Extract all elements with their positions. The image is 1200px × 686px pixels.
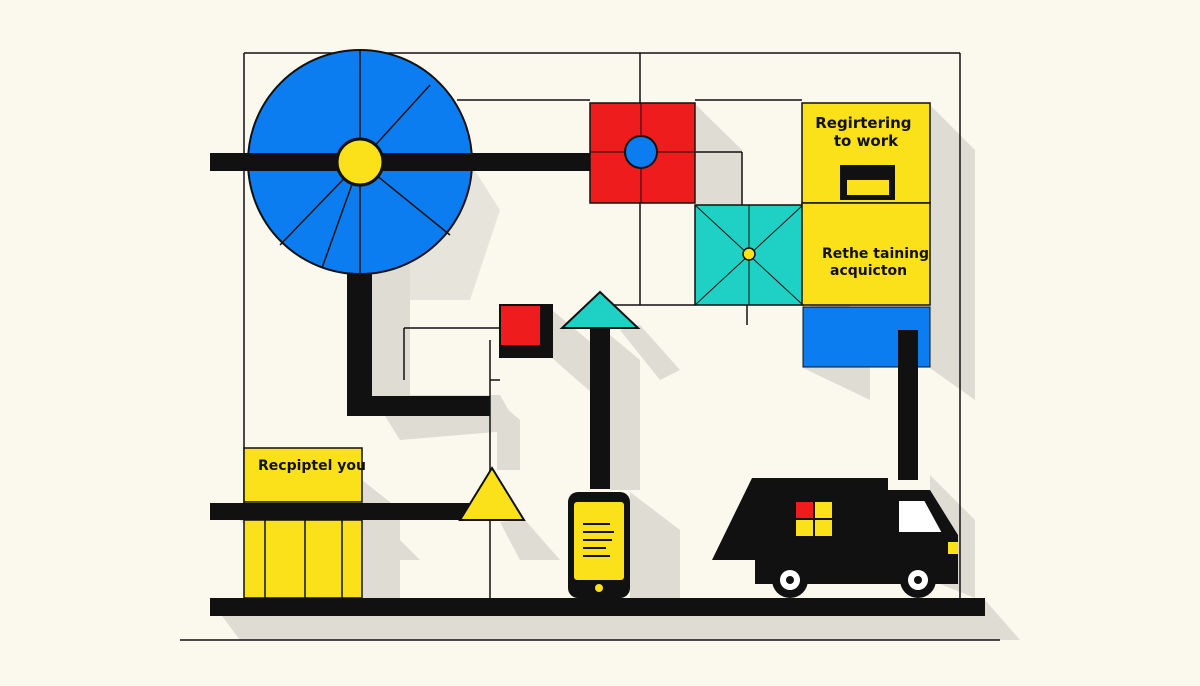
receipt-box: Recpiptel you xyxy=(243,447,366,599)
truck-logo xyxy=(796,502,832,536)
registering-label-line-2: to work xyxy=(834,132,899,150)
training-label-line-2: acquicton xyxy=(830,263,907,279)
delivery-truck-icon xyxy=(712,478,958,598)
red-node xyxy=(589,102,696,204)
training-box: Rethe taining acquicton xyxy=(801,202,934,306)
yellow-triangle xyxy=(458,466,526,521)
up-arrow-head xyxy=(559,290,641,329)
arrow-stem xyxy=(590,326,610,489)
teal-node xyxy=(694,204,804,306)
registering-label-line-1: Regirtering xyxy=(815,114,911,132)
wheel-hub xyxy=(335,137,385,187)
smartphone-icon xyxy=(568,492,630,598)
red-cube xyxy=(499,304,553,358)
circle-wheel-icon xyxy=(210,49,592,275)
registering-box: Regirtering to work xyxy=(801,102,931,204)
svg-text:Regirtering to work: Regirtering to work xyxy=(815,114,917,150)
receipt-label: Recpiptel you xyxy=(258,458,366,474)
training-label-line-1: Rethe taining xyxy=(822,246,929,262)
svg-text:Rethe taining acquicton: Rethe taining acquicton xyxy=(822,246,934,279)
